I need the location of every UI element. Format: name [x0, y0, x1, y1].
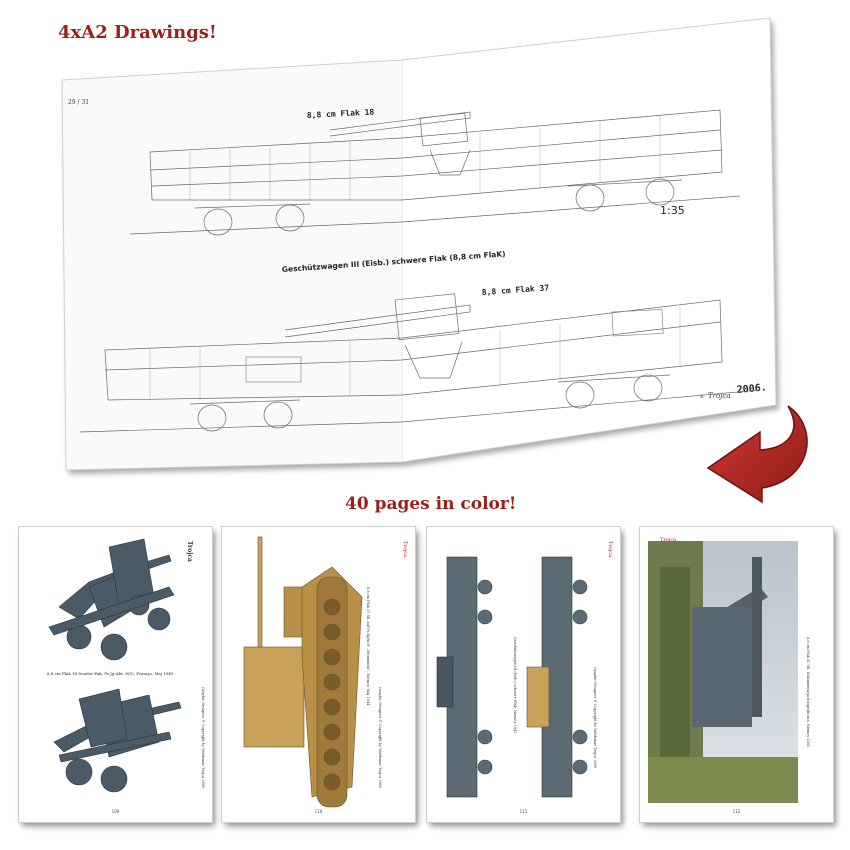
page-4-caption: 8,8 cm Flak 41 Sfl. Dokumentacja fotogra… [806, 637, 810, 748]
headline-drawings: 4xA2 Drawings! [58, 22, 217, 43]
page-4-corner-logo: Trojca [660, 537, 677, 543]
page-1-number: 109 [111, 809, 120, 814]
railcar-drawing-upper [129, 109, 741, 236]
page-2-side-text: Graphic Designer © Copyright by Waldemar… [378, 687, 382, 789]
railcar-illustration-left [436, 556, 493, 798]
railcar-drawing-lower [79, 293, 761, 433]
brand-year: 2006. [736, 382, 767, 396]
page-2-caption: 8,8 cm Flak 37 Sfl. auf Pz.Kpfw.IV „Brum… [366, 587, 370, 706]
headline-color-pages: 40 pages in color! [345, 494, 517, 514]
title-upper: 8,8 cm Flak 18 [307, 107, 375, 120]
page-1-corner-logo: Trojca [186, 541, 193, 562]
tank-flak-illustration [243, 536, 363, 808]
drawing-sheet: 29 / 31 8,8 cm Flak 18 Geschützwagen III… [61, 17, 777, 471]
photo-illustration [648, 541, 798, 803]
flak-gun-illustration-bottom [53, 688, 182, 793]
page-3-caption: Geschützwagen III (Eisb.) schwere Flak, … [513, 637, 517, 734]
color-page-4: 8,8 cm Flak 41 Sfl. Dokumentacja fotogra… [640, 527, 833, 822]
page-4-number: 112 [732, 809, 741, 814]
page-3-number: 111 [519, 809, 528, 814]
page-2-number: 110 [314, 809, 323, 814]
flak-gun-illustration-top [48, 538, 175, 661]
page-3-side-text: Graphic Designer © Copyright by Waldemar… [593, 667, 597, 769]
brand-name: Trojca [708, 392, 731, 400]
brand-prefix: x [700, 393, 704, 400]
sheet-id: 29 / 31 [68, 99, 89, 106]
curved-arrow-icon [706, 405, 808, 504]
railcar-illustration-right [526, 556, 588, 798]
scale-label: 1:35 [660, 204, 685, 217]
color-page-2: 8,8 cm Flak 37 Sfl. auf Pz.Kpfw.IV „Brum… [222, 527, 415, 822]
page-3-corner-logo: Trojca [607, 541, 613, 558]
page-4-side-text: Graphic Designer © Copyright by Waldemar… [642, 687, 646, 789]
page-2-corner-logo: Trojca [402, 541, 408, 558]
color-page-3: Geschützwagen III (Eisb.) schwere Flak, … [427, 527, 620, 822]
page-1-caption: 8,8 cm Flak 18 Sonder-Pak, Pz.Jg.Abt. 8(… [47, 671, 174, 676]
color-page-1: 8,8 cm Flak 18 Sonder-Pak, Pz.Jg.Abt. 8(… [19, 527, 212, 822]
page-1-side-text: Graphic Designer © Copyright by Waldemar… [201, 687, 205, 789]
